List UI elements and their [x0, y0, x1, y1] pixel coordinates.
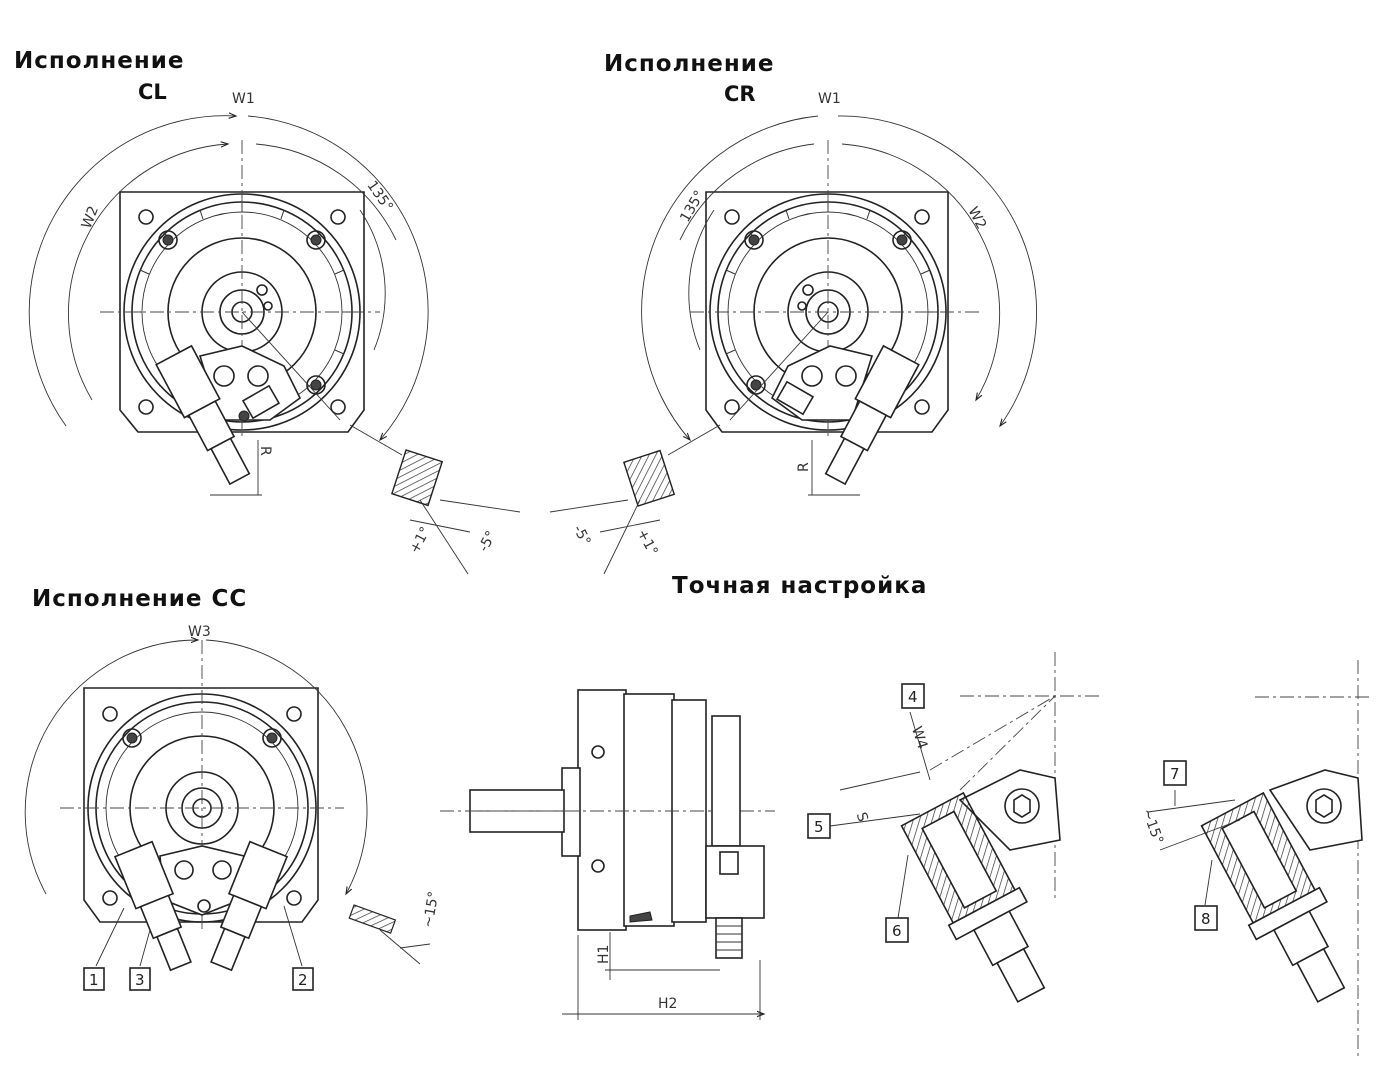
stop-screw-cl: [155, 344, 251, 486]
title-cr-word: Исполнение: [604, 51, 775, 77]
dim-h1: H1: [596, 945, 612, 964]
callout-5: 5: [807, 813, 831, 839]
callout-7-label: 7: [1170, 765, 1180, 783]
dim-r-cr: R: [796, 462, 812, 472]
title-cc: Исполнение СС: [32, 586, 248, 612]
callout-2: 2: [292, 967, 314, 991]
callout-6: 6: [885, 917, 909, 943]
hatched-key-cr: [622, 449, 676, 507]
callout-2-label: 2: [298, 971, 308, 989]
dim-approx15-fine: ~15°: [1138, 807, 1166, 847]
hatched-key-cc: [348, 904, 397, 934]
callout-1: 1: [83, 967, 105, 991]
view-cr: [549, 115, 1037, 575]
dim-w4: W4: [908, 725, 930, 752]
title-cl-code: CL: [138, 80, 167, 104]
dim-minus5-cr: -5°: [570, 523, 594, 549]
callout-4-label: 4: [908, 688, 918, 706]
callout-8-label: 8: [1201, 910, 1211, 928]
dim-plus1-cr: +1°: [634, 527, 661, 559]
detail-fine-adjust-a: [829, 652, 1100, 1003]
title-fine-adjust: Точная настройка: [672, 573, 928, 599]
dim-plus1-cl: +1°: [407, 524, 434, 556]
callout-4: 4: [901, 683, 925, 709]
callout-3-label: 3: [135, 971, 145, 989]
stop-screw-cc-right: [210, 840, 289, 972]
dim-w2-cl: W2: [79, 204, 102, 231]
view-cc: [24, 640, 431, 972]
title-cr-code: CR: [724, 82, 756, 106]
detail-fine-adjust-b: [1147, 660, 1370, 1060]
title-cl-word: Исполнение: [14, 48, 185, 74]
dim-w3: W3: [188, 624, 211, 640]
dim-minus5-cl: -5°: [476, 528, 500, 554]
callout-5-label: 5: [814, 818, 824, 836]
dim-w1-cl: W1: [232, 91, 255, 107]
adjust-screw-a: [900, 791, 1046, 1003]
callout-3: 3: [129, 967, 151, 991]
callout-8: 8: [1194, 905, 1218, 931]
callout-6-label: 6: [892, 922, 902, 940]
view-cl: [28, 116, 521, 575]
view-side: [440, 689, 775, 1020]
dim-r-cl: R: [257, 446, 273, 456]
callout-1-label: 1: [89, 971, 99, 989]
callout-7: 7: [1163, 760, 1187, 786]
hatched-key-cl: [390, 449, 444, 507]
stop-screw-cr: [824, 344, 920, 486]
stop-screw-cc-left: [113, 840, 192, 972]
adjust-screw-b: [1200, 791, 1346, 1003]
dim-w2-cr: W2: [964, 204, 989, 232]
dim-w1-cr: W1: [818, 91, 841, 107]
dim-135-cr: 135°: [677, 188, 708, 225]
dim-approx15-cc: ~15°: [420, 890, 442, 929]
dim-h2: H2: [658, 996, 677, 1012]
